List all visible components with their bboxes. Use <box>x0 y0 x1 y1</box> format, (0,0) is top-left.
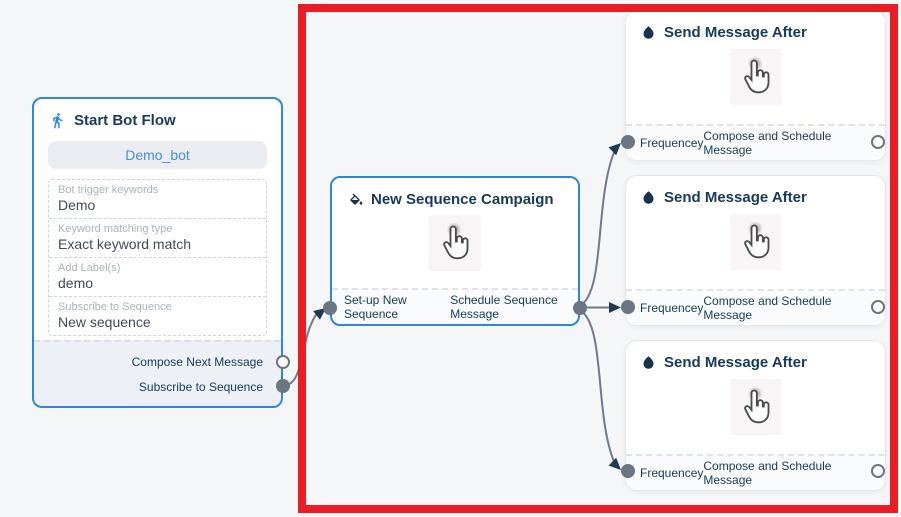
send-node-io: Frequencey Compose and Schedule Message <box>626 289 885 325</box>
node-send-message-after-1[interactable]: Send Message After Frequencey Compose an… <box>625 10 886 161</box>
node-title: Send Message After <box>664 24 807 41</box>
send-node-io: Frequencey Compose and Schedule Message <box>626 124 885 160</box>
bot-name-button[interactable]: Demo_bot <box>48 141 267 169</box>
field-value: Demo <box>58 197 96 213</box>
output-compose-and-schedule-message: Compose and Schedule Message <box>703 459 832 487</box>
node-start-bot-flow[interactable]: Start Bot Flow Demo_bot Bot trigger keyw… <box>32 97 283 408</box>
node-header: Send Message After <box>626 11 885 49</box>
node-send-message-after-2[interactable]: Send Message After Frequencey Compose an… <box>625 175 886 326</box>
start-node-fields: Bot trigger keywords Demo Keyword matchi… <box>48 179 267 336</box>
handle-send3-compose-output[interactable] <box>871 464 885 478</box>
node-header: Start Bot Flow <box>34 99 281 137</box>
arrowhead <box>609 302 621 313</box>
output-schedule-sequence-message: Schedule Sequence Message <box>450 293 558 321</box>
hand-pointer-icon <box>729 379 782 435</box>
field-keyword-matching-type[interactable]: Keyword matching type Exact keyword matc… <box>49 218 266 257</box>
handle-send2-frequencey-input[interactable] <box>621 300 635 314</box>
output-compose-and-schedule-message: Compose and Schedule Message <box>703 294 832 322</box>
node-header: Send Message After <box>626 341 885 379</box>
node-title: Send Message After <box>664 354 807 371</box>
node-body[interactable] <box>626 49 885 105</box>
node-body[interactable] <box>626 214 885 270</box>
handle-send3-frequencey-input[interactable] <box>621 464 635 478</box>
field-label: Keyword matching type <box>58 223 173 235</box>
node-title: Start Bot Flow <box>74 112 176 129</box>
handle-send2-compose-output[interactable] <box>871 300 885 314</box>
handle-start-subscribe-to-sequence[interactable] <box>276 379 290 393</box>
output-subscribe-to-sequence: Subscribe to Sequence <box>138 379 263 394</box>
node-body[interactable] <box>626 379 885 435</box>
water-drop-icon <box>643 26 654 39</box>
sequence-node-outputs: Set-up New Sequence Schedule Sequence Me… <box>332 288 578 324</box>
node-send-message-after-3[interactable]: Send Message After Frequencey Compose an… <box>625 340 886 491</box>
input-frequencey: Frequencey <box>640 136 704 150</box>
node-header: New Sequence Campaign <box>332 178 578 216</box>
node-title: Send Message After <box>664 189 807 206</box>
node-header: Send Message After <box>626 176 885 214</box>
field-subscribe-to-sequence[interactable]: Subscribe to Sequence New sequence <box>49 296 266 335</box>
input-frequencey: Frequencey <box>640 301 704 315</box>
output-setup-new-sequence: Set-up New Sequence <box>344 293 407 321</box>
field-bot-trigger-keywords[interactable]: Bot trigger keywords Demo <box>49 180 266 218</box>
edge-start-to-sequence <box>282 311 319 387</box>
paint-bucket-icon <box>350 192 363 205</box>
field-label: Add Label(s) <box>58 262 121 274</box>
hand-pointer-icon <box>429 215 481 271</box>
handle-send1-compose-output[interactable] <box>871 135 885 149</box>
field-value: New sequence <box>58 314 151 330</box>
handle-sequence-output[interactable] <box>573 301 587 315</box>
input-frequencey: Frequencey <box>640 466 704 480</box>
output-compose-next-message: Compose Next Message <box>131 354 263 369</box>
send-node-io: Frequencey Compose and Schedule Message <box>626 454 885 490</box>
field-label: Bot trigger keywords <box>58 184 159 196</box>
field-value: Exact keyword match <box>58 236 192 252</box>
output-compose-and-schedule-message: Compose and Schedule Message <box>703 129 832 157</box>
field-add-labels[interactable]: Add Label(s) demo <box>49 257 266 296</box>
walking-person-icon <box>53 113 63 129</box>
node-title: New Sequence Campaign <box>371 191 554 208</box>
node-body[interactable] <box>332 215 578 271</box>
handle-sequence-input[interactable] <box>323 301 337 315</box>
handle-send1-frequencey-input[interactable] <box>621 135 635 149</box>
water-drop-icon <box>643 191 654 204</box>
hand-pointer-icon <box>729 214 782 270</box>
edge-sequence-to-send1 <box>579 149 616 307</box>
water-drop-icon <box>643 356 654 369</box>
start-node-outputs: Compose Next Message Subscribe to Sequen… <box>34 340 281 406</box>
edge-sequence-to-send3 <box>579 309 616 465</box>
field-value: demo <box>58 275 94 291</box>
node-new-sequence-campaign[interactable]: New Sequence Campaign Set-up New Sequenc… <box>330 176 580 326</box>
field-label: Subscribe to Sequence <box>58 301 172 313</box>
hand-pointer-icon <box>729 49 782 105</box>
handle-start-compose-next-message[interactable] <box>276 355 290 369</box>
